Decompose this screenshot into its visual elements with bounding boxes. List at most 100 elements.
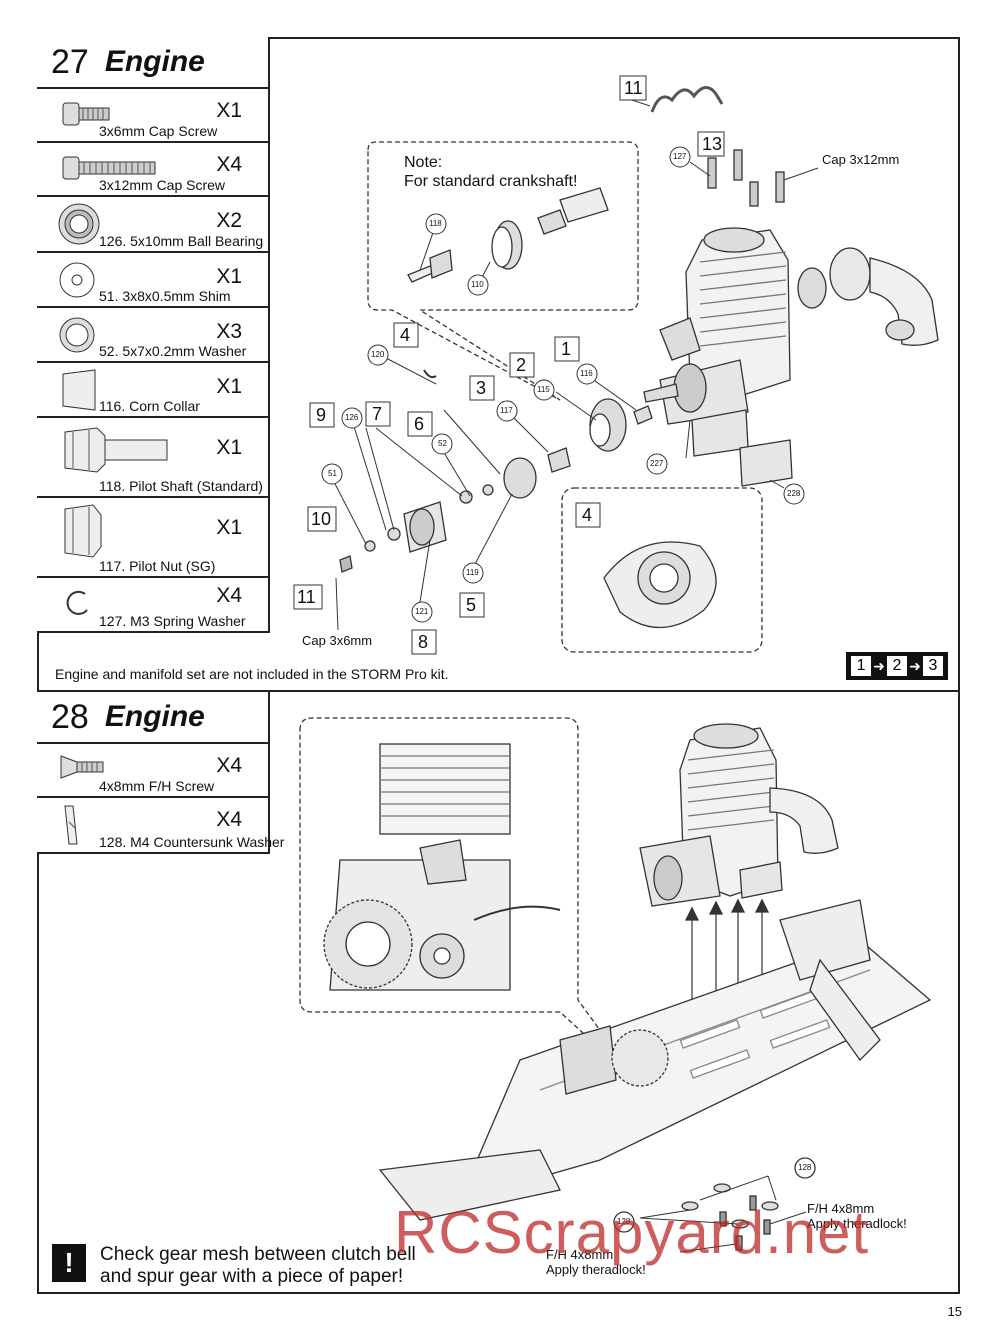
warning-line: Check gear mesh between clutch bell	[100, 1244, 416, 1265]
callout-13	[619, 75, 647, 101]
arrow-right-icon: ➜	[909, 657, 921, 674]
watermark: RCScrapyard.net	[394, 1199, 870, 1266]
part-name: 3x6mm Cap Screw	[99, 123, 218, 139]
part-row: X1 116. Corn Collar	[37, 363, 268, 418]
part-qty: X3	[216, 320, 242, 343]
threadlock-note-left: Apply theradlock!	[546, 1262, 646, 1277]
callout-label: 3	[476, 378, 487, 398]
part-ref: 118	[429, 219, 442, 228]
part-ref: 52	[438, 439, 447, 448]
part-qty: X4	[216, 754, 242, 777]
step-number: 28	[51, 697, 89, 736]
section-divider	[37, 690, 960, 692]
part-qty: X1	[216, 99, 242, 122]
part-row: X4 127. M3 Spring Washer	[37, 578, 268, 631]
step27-parts-table: 27 Engine X1 3x6mm Cap Screw X4 3x12mm C…	[37, 37, 270, 633]
part-row: X1 117. Pilot Nut (SG)	[37, 498, 268, 578]
callout-label: 11	[297, 587, 316, 607]
part-ref: 227	[650, 459, 664, 468]
part-row: X4 128. M4 Countersunk Washer	[37, 798, 284, 852]
part-name: 3x12mm Cap Screw	[99, 177, 226, 193]
callout-label: 5	[466, 595, 477, 615]
seq-step: 1	[851, 656, 872, 676]
step28-header: 28 Engine	[37, 692, 268, 744]
pilot-shaft-icon	[64, 427, 168, 473]
part-qty: X1	[216, 375, 242, 398]
part-ref: 127	[673, 152, 687, 161]
callout-label: 4	[582, 505, 593, 525]
part-name: 117. Pilot Nut (SG)	[99, 558, 216, 574]
part-name: 51. 3x8x0.5mm Shim	[99, 288, 231, 304]
screw-spec-right: F/H 4x8mm	[807, 1201, 875, 1216]
cap-screw-long-icon	[62, 156, 156, 180]
exclamation-icon: !	[52, 1244, 86, 1282]
cap-screw-label-top: Cap 3x12mm	[822, 152, 900, 167]
part-name: 118. Pilot Shaft (Standard)	[99, 478, 263, 494]
callout-label: 7	[372, 404, 383, 424]
washer-icon	[59, 317, 95, 353]
seq-step: 2	[886, 656, 907, 676]
warning-line: and spur gear with a piece of paper!	[100, 1266, 404, 1287]
note-body: For standard crankshaft!	[404, 173, 578, 190]
callout-label: 8	[418, 632, 429, 652]
part-qty: X1	[216, 436, 242, 459]
part-ref: 115	[537, 385, 550, 394]
part-ref: 110	[471, 280, 484, 289]
part-qty: X1	[216, 265, 242, 288]
part-row: X2 126. 5x10mm Ball Bearing	[37, 197, 268, 253]
countersunk-washer-icon	[64, 805, 78, 845]
part-name: 128. M4 Countersunk Washer	[99, 834, 285, 850]
cap-screw-label-bottom: Cap 3x6mm	[302, 633, 373, 648]
page-number: 15	[947, 1304, 962, 1319]
part-qty: X1	[216, 516, 242, 539]
step-number: 27	[51, 42, 89, 81]
part-name: 126. 5x10mm Ball Bearing	[99, 233, 264, 249]
callout-label: 11	[624, 78, 643, 98]
callout-label: 6	[414, 414, 425, 434]
step28-parts-table: 28 Engine X4 4x8mm F/H Screw X4 128. M4 …	[37, 692, 284, 854]
part-row: X4 3x12mm Cap Screw	[37, 143, 268, 197]
part-name: 52. 5x7x0.2mm Washer	[99, 343, 247, 359]
shim-icon	[59, 262, 95, 298]
part-ref: 121	[415, 607, 429, 616]
cone-collar-icon	[62, 369, 96, 411]
step-title: Engine	[104, 700, 205, 733]
part-ref: 128	[617, 1217, 631, 1226]
sequence-indicator: 1 ➜ 2 ➜ 3	[846, 652, 948, 680]
part-ref: 116	[580, 369, 593, 378]
threadlock-note-right: Apply theradlock!	[807, 1216, 907, 1231]
callout-label: 10	[311, 509, 332, 529]
warning-box: ! Check gear mesh between clutch bell an…	[52, 1244, 416, 1288]
part-row: X1 118. Pilot Shaft (Standard)	[37, 418, 268, 498]
part-ref: 119	[466, 568, 479, 577]
arrow-right-icon: ➜	[873, 657, 885, 674]
kit-note: Engine and manifold set are not included…	[55, 666, 449, 682]
part-ref: 51	[328, 469, 337, 478]
callout-14	[697, 131, 725, 157]
page-frame	[37, 37, 960, 1294]
part-row: X1 3x6mm Cap Screw	[37, 89, 268, 143]
part-row: X3 52. 5x7x0.2mm Washer	[37, 308, 268, 363]
flat-head-screw-icon	[60, 755, 104, 779]
step27-exploded-diagram	[293, 75, 939, 655]
part-qty: X4	[216, 808, 242, 831]
part-ref: 120	[371, 350, 385, 359]
part-row: X1 51. 3x8x0.5mm Shim	[37, 253, 268, 308]
ball-bearing-icon	[58, 203, 100, 245]
part-ref: 126	[345, 413, 359, 422]
part-qty: X2	[216, 209, 242, 232]
part-ref: 117	[500, 406, 513, 415]
cap-screw-short-icon	[62, 102, 110, 126]
step-title: Engine	[104, 45, 205, 78]
callout-label: 4	[400, 325, 411, 345]
callout-label: 1	[561, 339, 572, 359]
screw-spec-left: F/H 4x8mm	[546, 1247, 614, 1262]
part-ref: 128	[798, 1163, 812, 1172]
note-title: Note:	[404, 154, 443, 171]
part-name: 127. M3 Spring Washer	[99, 613, 246, 629]
callout-label: 2	[516, 355, 527, 375]
callout-label: 13	[702, 134, 723, 154]
spring-washer-icon	[66, 590, 88, 615]
pilot-nut-icon	[64, 504, 102, 558]
part-name: 4x8mm F/H Screw	[99, 778, 215, 794]
